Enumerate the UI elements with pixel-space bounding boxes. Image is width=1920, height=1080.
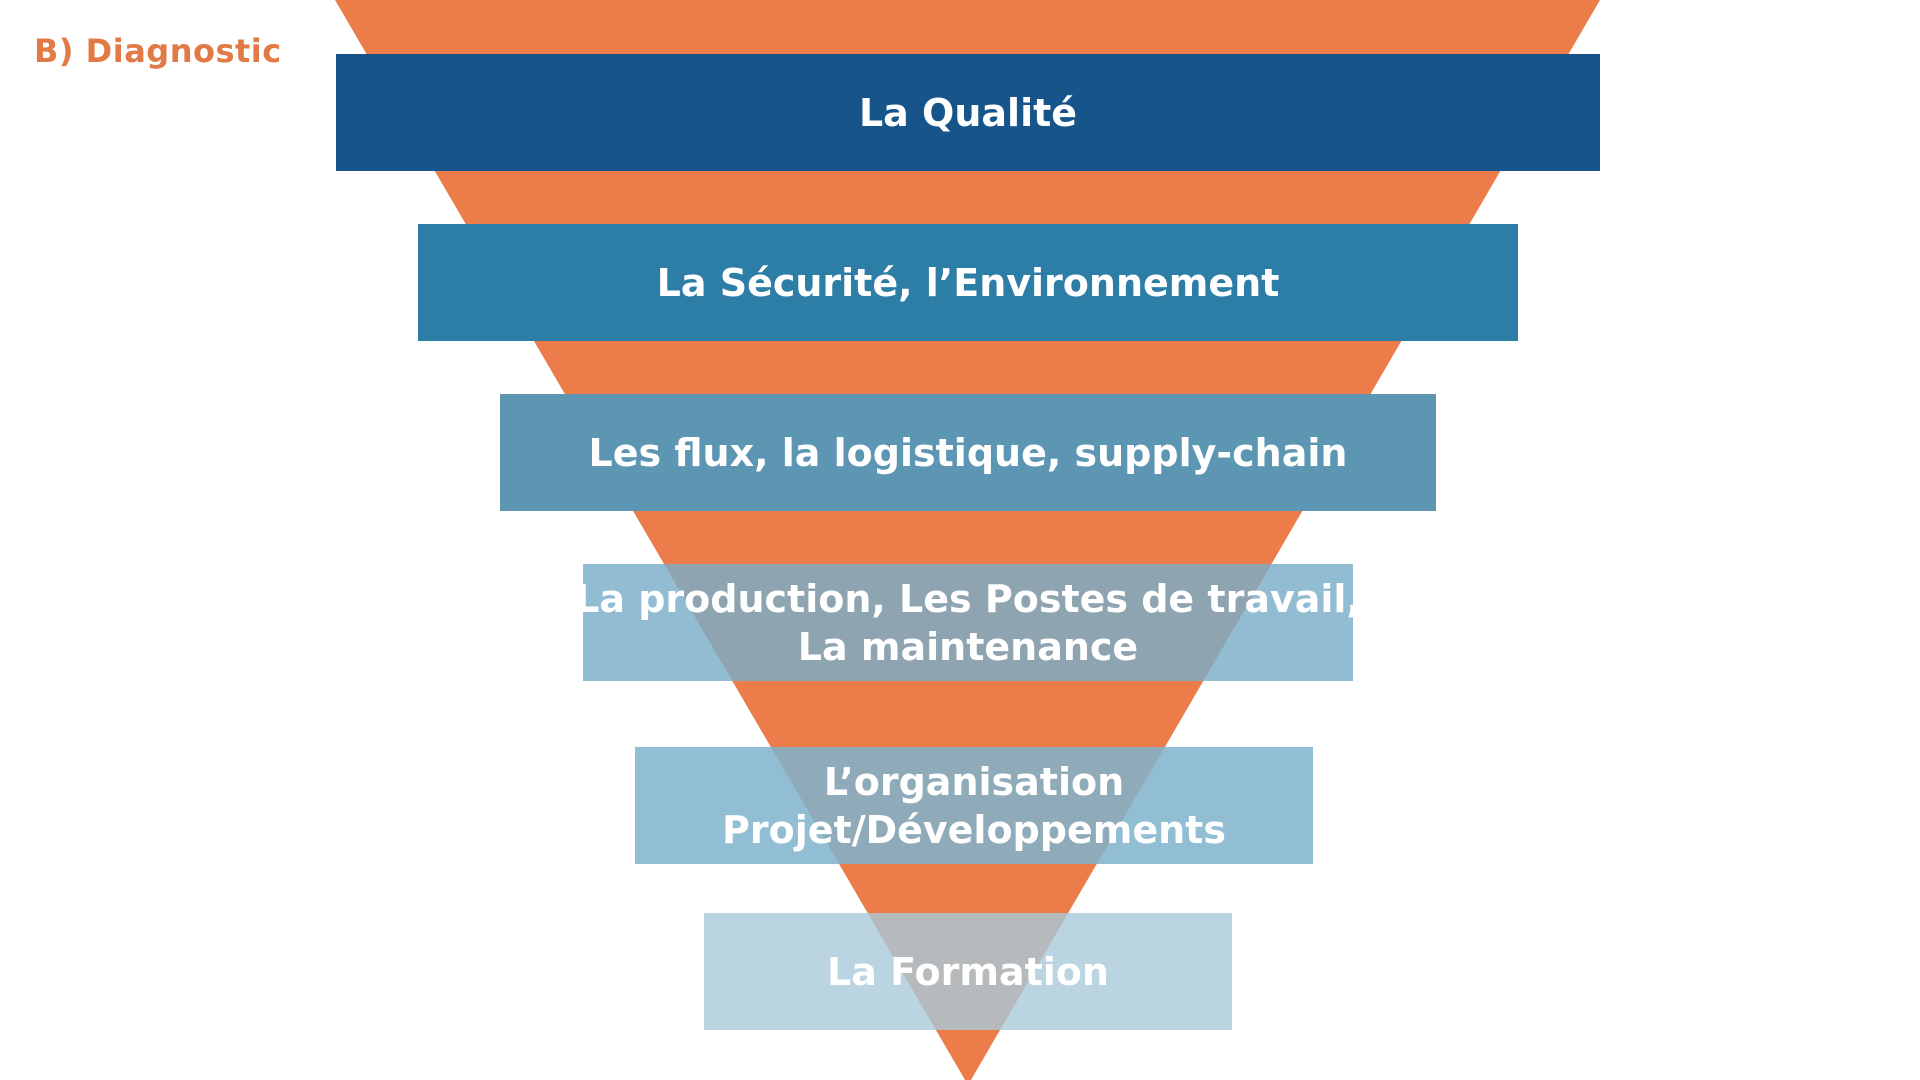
- level-flows-logistics-label: Les flux, la logistique, supply-chain: [589, 429, 1348, 477]
- level-production-maintenance-line-2: La maintenance: [797, 624, 1139, 669]
- level-quality-label: La Qualité: [859, 89, 1077, 137]
- level-training-label: La Formation: [827, 948, 1109, 996]
- slide-title: B) Diagnostic: [34, 32, 282, 70]
- level-training-text: La Formation: [827, 949, 1109, 994]
- level-safety-environment: La Sécurité, l’Environnement: [418, 224, 1518, 341]
- level-quality-text: La Qualité: [858, 90, 1078, 135]
- level-organisation-projects-line-2: Projet/Développements: [722, 807, 1226, 852]
- level-flows-logistics-text: Les flux, la logistique, supply-chain: [588, 430, 1348, 475]
- level-quality: La Qualité: [336, 54, 1600, 171]
- level-organisation-projects-line-1: L’organisation: [823, 759, 1125, 804]
- level-production-maintenance-line-1: La production, Les Postes de travail,: [575, 576, 1361, 621]
- level-safety-environment-label: La Sécurité, l’Environnement: [657, 259, 1280, 307]
- level-safety-environment-text: La Sécurité, l’Environnement: [656, 260, 1280, 305]
- level-organisation-projects-label: L’organisation Projet/Développements: [722, 758, 1226, 854]
- level-organisation-projects: L’organisation Projet/Développements: [635, 747, 1313, 864]
- level-production-maintenance: La production, Les Postes de travail, La…: [575, 564, 1361, 681]
- level-production-maintenance-label: La production, Les Postes de travail, La…: [575, 575, 1361, 671]
- level-training: La Formation: [704, 913, 1232, 1030]
- level-flows-logistics: Les flux, la logistique, supply-chain: [500, 394, 1436, 511]
